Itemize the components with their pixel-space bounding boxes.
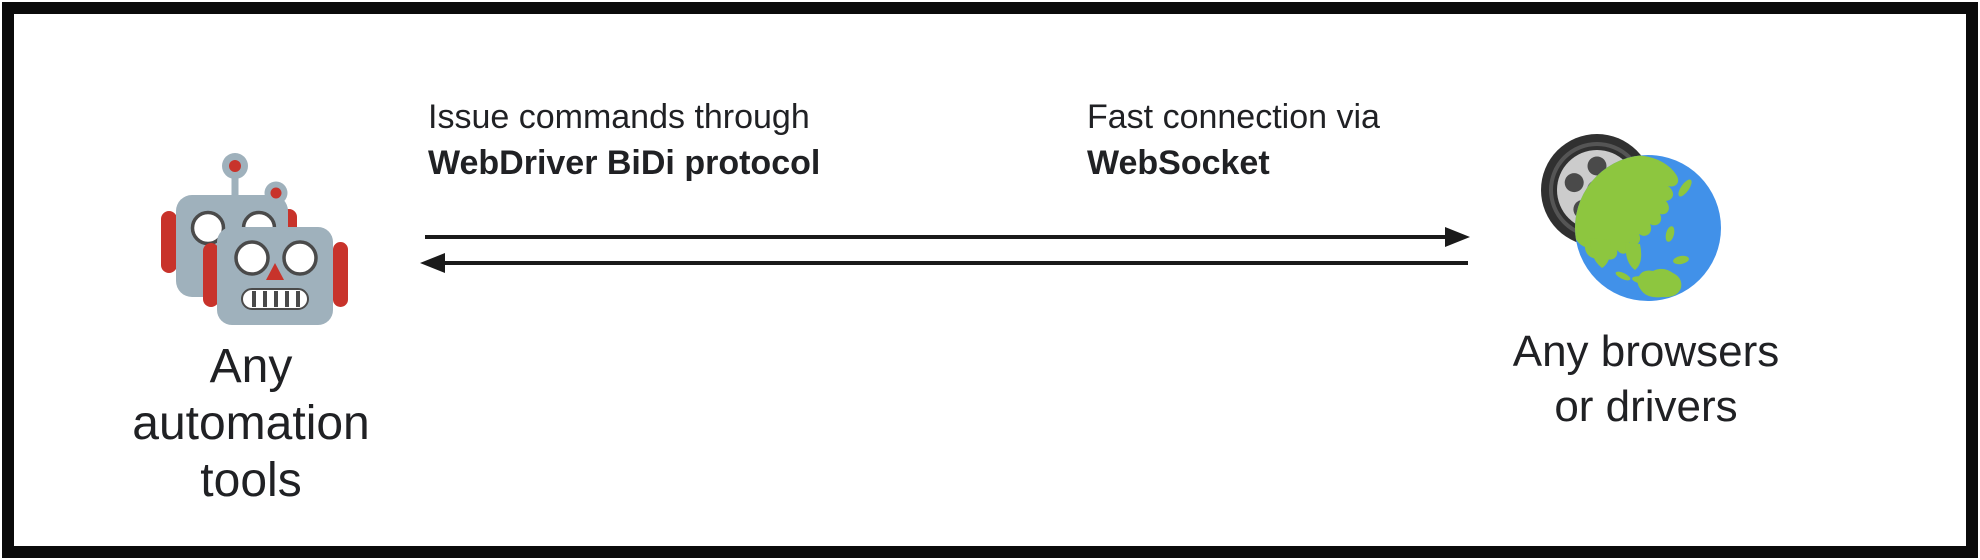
eye (234, 240, 270, 276)
label-line: Any browsers (1512, 327, 1780, 376)
front-robot-icon (203, 181, 348, 325)
right-ear (333, 242, 348, 307)
transport-channel-heading: Fast connection via WebSocket (1087, 94, 1380, 186)
new-guinea (1673, 255, 1689, 265)
left-ear (161, 211, 177, 273)
indochina-peninsula (1625, 242, 1642, 270)
mouth-grille (252, 291, 300, 307)
label-line: tools (200, 454, 302, 507)
wheel-globe-icon (1541, 134, 1721, 301)
label-line: automation (132, 397, 370, 450)
arrow-left-icon (420, 253, 1468, 273)
webdriver-bidi-protocol-label: WebDriver BiDi protocol (428, 144, 821, 182)
australia (1637, 268, 1682, 298)
arrow-right-icon (425, 227, 1470, 247)
japan (1678, 179, 1692, 197)
eye (190, 210, 226, 246)
eye (282, 240, 318, 276)
antenna-stem (231, 175, 239, 199)
transport-channel-description: Fast connection via (1087, 98, 1380, 136)
philippines (1665, 226, 1675, 242)
two-robots-icon (161, 153, 348, 325)
nose (266, 263, 284, 280)
globe-icon (1575, 155, 1721, 301)
landmasses (1575, 155, 1692, 298)
websocket-label: WebSocket (1087, 144, 1270, 182)
label-line: or drivers (1554, 382, 1738, 431)
command-channel-heading: Issue commands through WebDriver BiDi pr… (428, 94, 820, 186)
automation-tools-label: Any automation tools (106, 338, 396, 509)
label-line: Any (209, 340, 293, 393)
bidirectional-arrows (420, 227, 1470, 273)
browsers-drivers-label: Any browsers or drivers (1486, 324, 1806, 434)
asia (1575, 155, 1679, 260)
command-channel-description: Issue commands through (428, 98, 810, 136)
india-peninsula (1590, 238, 1611, 268)
left-ear (203, 243, 219, 307)
